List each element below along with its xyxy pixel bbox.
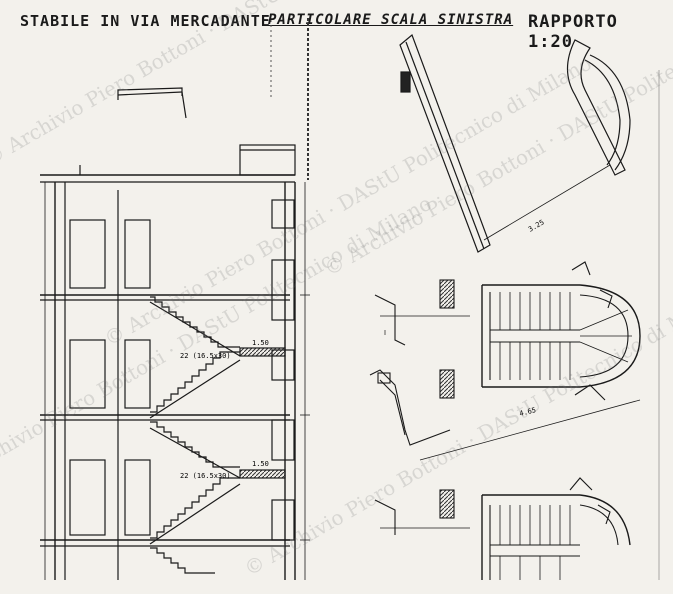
railing-dim: 3.25: [527, 218, 546, 233]
section-walls: [54, 182, 296, 580]
openings: [69, 219, 151, 536]
stair-flight-5: [150, 547, 215, 574]
title-scale: RAPPORTO 1:20: [528, 12, 618, 52]
stair-plan-upper: [369, 261, 641, 461]
treads-upper: [499, 292, 632, 380]
treads-lower: [499, 505, 571, 580]
sheet-join: [270, 18, 309, 180]
landing-label-2: 1.50: [252, 460, 269, 468]
title-building: STABILE IN VIA MERCADANTE: [20, 12, 271, 30]
railing-detail: [399, 33, 660, 580]
stair-flight-3: [149, 421, 241, 479]
section-view: [40, 87, 310, 580]
section-dimensions: [40, 182, 310, 580]
stair-flight-1: [149, 296, 241, 357]
stair-flight-2: [149, 351, 241, 419]
stair-flight-4: [149, 477, 241, 545]
plan-dim-total: 4.65: [519, 406, 537, 418]
landing-label-1: 1.50: [252, 339, 269, 347]
detail-bracket: [117, 87, 187, 119]
floor-slabs: [40, 294, 290, 547]
title-detail: PARTICOLARE SCALA SINISTRA: [268, 12, 514, 28]
ramp-label-1: 22 (16.5x30): [180, 352, 231, 360]
ramp-label-2: 22 (16.5x30): [180, 472, 231, 480]
roof-slab: [40, 144, 296, 183]
stair-plan-lower: [374, 477, 631, 580]
